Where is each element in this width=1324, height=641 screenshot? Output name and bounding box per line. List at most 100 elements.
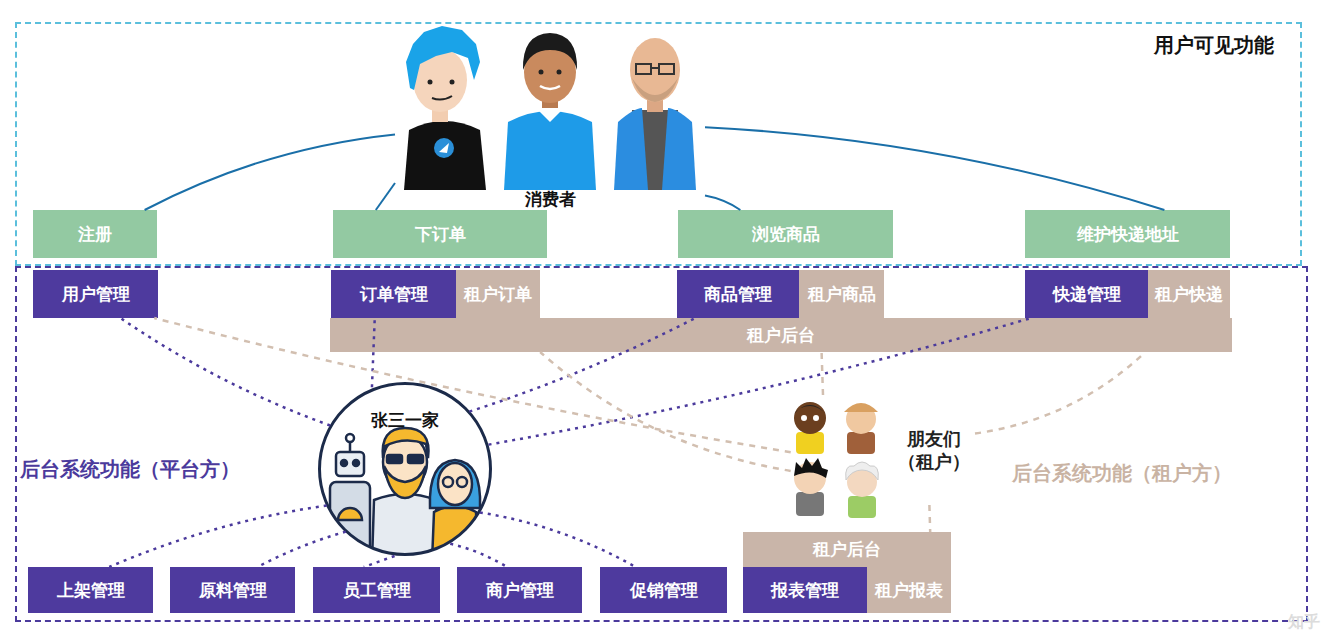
tenant-figures: [796, 432, 824, 454]
connector-line: [364, 556, 395, 567]
family-figures: [383, 428, 429, 458]
tenant-figures: [794, 402, 878, 518]
tenant-band: 租户后台: [330, 318, 1232, 352]
consumer-figures: [504, 111, 596, 190]
family-figures: [384, 466, 426, 498]
node-label: 租户后台: [747, 324, 815, 346]
consumer-figures: [540, 86, 560, 89]
tenant-figures: [796, 492, 824, 516]
connector-line: [154, 318, 790, 452]
tenant-figures: [847, 432, 875, 454]
platform-box: 用户管理: [33, 270, 158, 318]
tenant-figures: [794, 402, 826, 434]
consumer-figures: [651, 67, 659, 69]
region-frame: 用户可见功能消费者注册 下订单 浏览商品 维护快递地址: [15, 22, 1302, 266]
family-figures: [330, 482, 370, 562]
family-figures: [338, 508, 362, 520]
consumer-figures: [404, 121, 486, 190]
connector-line: [822, 352, 823, 395]
node-label: 租户商品: [808, 283, 876, 305]
node-label: 浏览商品: [752, 223, 820, 245]
node-label: 用户管理: [62, 283, 130, 305]
consumer-figures: [406, 26, 480, 90]
consumer-figures: [614, 108, 648, 190]
family-figures: [330, 428, 480, 562]
node-label: 促销管理: [630, 579, 698, 601]
node-label: 注册: [78, 223, 112, 245]
node-label: 下订单: [415, 223, 466, 245]
node-label: 后台系统功能（租户方）: [1012, 460, 1232, 486]
feature-box: 浏览商品: [678, 210, 893, 258]
connector-line: [450, 544, 507, 567]
node-label: 订单管理: [360, 283, 428, 305]
connector-line: [480, 513, 636, 568]
tenant-band: 租户后台: [743, 532, 951, 567]
consumer-figures: [557, 70, 562, 75]
node-label: 张三一家: [321, 409, 489, 431]
consumer-figures: [539, 70, 544, 75]
family-figures: [372, 494, 438, 562]
family-figures: [319, 383, 491, 562]
connector-line: [705, 196, 740, 210]
tenant-box: 租户报表: [867, 567, 951, 613]
platform-box: 快递管理: [1025, 270, 1148, 318]
consumer-figures: [636, 64, 651, 74]
consumer-figures: [632, 78, 678, 102]
tenant-figures: [794, 458, 828, 478]
consumer-figures: [523, 33, 577, 70]
node-label: 用户可见功能: [1154, 32, 1274, 58]
node-label: 商户管理: [486, 579, 554, 601]
platform-box: 促销管理: [600, 567, 727, 613]
platform-box: 商品管理: [677, 270, 799, 318]
family-figures: [432, 506, 478, 562]
family-figures: [341, 460, 347, 466]
tenant-box: 租户订单: [456, 270, 540, 318]
connector-line: [469, 318, 695, 412]
consumer-figures: [404, 26, 696, 190]
connector-line: [376, 183, 395, 210]
family-figures: [353, 460, 359, 466]
node-label: 上架管理: [57, 579, 125, 601]
connector-line: [258, 532, 346, 567]
tenant-figures: [794, 405, 826, 414]
consumer-figures: [450, 80, 455, 85]
tenant-box: 租户商品: [799, 270, 884, 318]
feature-box: 注册: [33, 210, 157, 258]
consumer-figures: [428, 80, 433, 85]
actor-group: 朋友们 （租户）: [785, 395, 975, 505]
connector-line: [145, 134, 395, 210]
family-figures: [438, 463, 472, 505]
node-label: 报表管理: [771, 579, 839, 601]
actor-group: 消费者: [395, 30, 705, 210]
tenant-figures: [846, 462, 879, 480]
node-label: 原料管理: [199, 579, 267, 601]
node-label: 租户后台: [813, 538, 881, 560]
actor-circle: 张三一家: [318, 382, 492, 556]
platform-box: 报表管理: [743, 567, 867, 613]
consumer-figures: [630, 38, 680, 102]
node-label: 快递管理: [1053, 283, 1121, 305]
connector-line: [928, 505, 931, 532]
tenant-figures: [844, 403, 878, 412]
watermark: 知乎: [1288, 612, 1320, 633]
family-figures: [408, 455, 423, 463]
tenant-box: 租户快递: [1148, 270, 1230, 318]
connector-line: [121, 318, 331, 426]
family-figures: [336, 452, 364, 476]
node-label: 消费者: [395, 188, 705, 210]
node-label: 员工管理: [343, 579, 411, 601]
feature-box: 维护快递地址: [1025, 210, 1230, 258]
consumer-figures: [536, 108, 564, 122]
platform-box: 原料管理: [170, 567, 295, 613]
consumer-figures: [662, 108, 696, 190]
connector-line: [109, 506, 326, 567]
node-label: 后台系统功能（平台方）: [20, 456, 240, 482]
platform-box: 订单管理: [331, 270, 456, 318]
connector-line: [975, 352, 1145, 434]
connector-line: [540, 352, 791, 471]
family-figures: [457, 477, 467, 487]
family-figures: [387, 455, 402, 463]
tenant-figures: [801, 415, 807, 421]
platform-box: 员工管理: [313, 567, 440, 613]
